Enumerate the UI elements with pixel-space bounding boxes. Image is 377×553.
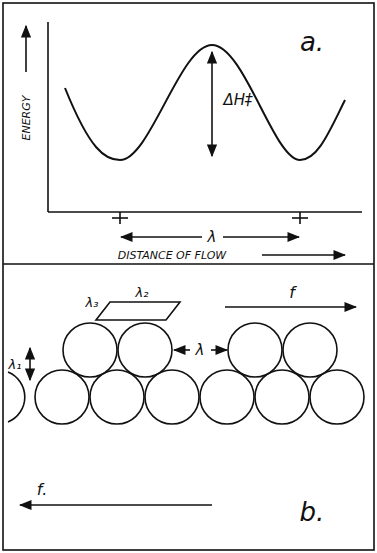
layer-spacing-arrow bbox=[29, 348, 31, 380]
dimension-label: λ₂ bbox=[136, 286, 149, 299]
spacing-arrow bbox=[211, 349, 227, 351]
force-arrow bbox=[225, 306, 356, 308]
molecule-circle bbox=[35, 370, 89, 424]
force-label: f bbox=[289, 285, 295, 301]
energy-axis bbox=[47, 22, 49, 212]
dimension-label: λ₃ bbox=[86, 296, 99, 309]
tick-mark bbox=[112, 217, 128, 219]
molecule-circle bbox=[63, 323, 117, 377]
wavelength-arrow bbox=[223, 236, 299, 238]
enthalpy-label: ΔH‡ bbox=[223, 93, 252, 108]
molecule-circle bbox=[145, 370, 199, 424]
flow-arrow bbox=[262, 254, 345, 256]
wavelength-label: λ bbox=[206, 229, 219, 246]
tick-mark bbox=[292, 217, 308, 219]
spacing-arrow bbox=[174, 349, 190, 351]
molecule-circle bbox=[200, 370, 254, 424]
energy-arrow bbox=[25, 26, 27, 72]
panel-letter: b. bbox=[300, 499, 325, 525]
energy-curve bbox=[65, 45, 345, 160]
distance-axis bbox=[48, 211, 362, 213]
panel-letter: a. bbox=[300, 29, 324, 55]
enthalpy-arrow bbox=[211, 52, 213, 156]
dimension-label: λ₁ bbox=[9, 358, 22, 371]
panel-divider bbox=[3, 263, 374, 265]
area-parallelogram bbox=[96, 302, 180, 320]
molecule-circle bbox=[118, 323, 172, 377]
wavelength-arrow bbox=[121, 236, 202, 238]
axis-label: DISTANCE OF FLOW bbox=[118, 250, 226, 261]
molecule-circle bbox=[310, 370, 364, 424]
molecule-circle bbox=[283, 323, 337, 377]
molecule-circle bbox=[90, 370, 144, 424]
molecule-circle bbox=[8, 372, 25, 422]
molecule-circle bbox=[255, 370, 309, 424]
molecule-circle bbox=[228, 323, 282, 377]
axis-label: ENERGY bbox=[21, 95, 32, 140]
outer-frame bbox=[3, 3, 374, 550]
force-arrow bbox=[20, 504, 212, 506]
force-label: f. bbox=[37, 482, 47, 498]
dimension-label: λ bbox=[194, 342, 207, 359]
